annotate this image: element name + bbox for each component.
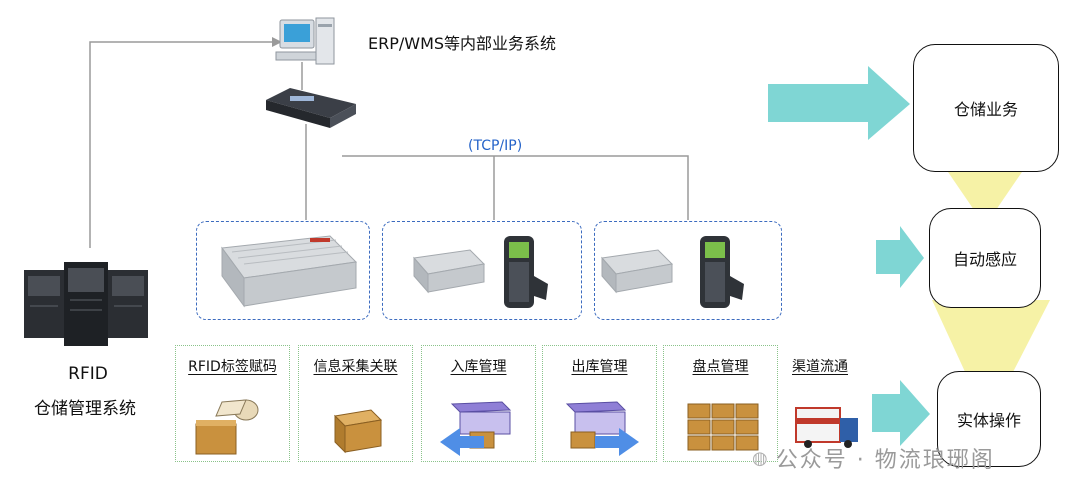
process-title: 信息采集关联	[313, 359, 398, 375]
arrow-to-warehouse	[768, 66, 910, 140]
watermark: ◍ 公众号 · 物流琅琊阁	[752, 442, 995, 474]
tag-roll-icon	[195, 399, 259, 455]
layer-physical-operation: 实体操作	[937, 371, 1041, 467]
computer-icon	[275, 17, 335, 65]
line-tcp-bus	[342, 155, 689, 220]
layer-auto-sensing: 自动感应	[929, 208, 1041, 308]
process-title: 盘点管理	[692, 359, 749, 375]
arrow-to-physical	[872, 380, 930, 446]
rfid-reader-icon	[601, 249, 674, 294]
wechat-icon: ◍	[752, 447, 770, 469]
beam-auto-physical	[932, 300, 1050, 374]
process-title: 出库管理	[571, 359, 628, 375]
rfid-reader-icon	[221, 235, 358, 308]
rfid-reader-icon	[413, 249, 486, 294]
watermark-text: 公众号 · 物流琅琊阁	[775, 448, 995, 473]
reader-group-fixed	[196, 221, 370, 320]
process-title: RFID标签赋码	[188, 359, 277, 375]
inbound-icon	[440, 401, 512, 456]
process-title: 入库管理	[450, 359, 507, 375]
box-icon	[333, 409, 383, 454]
layer-warehouse-business: 仓储业务	[913, 44, 1059, 172]
outbound-icon	[565, 401, 639, 456]
truck-icon	[795, 407, 858, 448]
line-rfid-to-erp	[89, 41, 272, 248]
process-info-collection: 信息采集关联	[298, 345, 413, 462]
stacked-boxes-icon	[687, 403, 759, 451]
network-label: (TCP/IP)	[468, 138, 523, 154]
beam-warehouse-auto	[948, 172, 1022, 210]
rfid-system-label-line1: RFID	[68, 364, 108, 384]
handheld-terminal-icon	[700, 236, 744, 308]
rfid-system-label-line2: 仓储管理系统	[34, 399, 136, 419]
process-tag-encoding: RFID标签赋码	[175, 345, 290, 462]
process-inventory: 盘点管理	[663, 345, 778, 462]
handheld-terminal-icon	[504, 236, 548, 308]
reader-group-handheld-2	[594, 221, 782, 320]
server-icon	[24, 262, 148, 346]
erp-system-label: ERP/WMS等内部业务系统	[368, 34, 557, 53]
process-outbound: 出库管理	[542, 345, 657, 462]
arrow-to-auto	[876, 226, 924, 288]
process-inbound: 入库管理	[421, 345, 536, 462]
reader-group-handheld-1	[382, 221, 582, 320]
channel-circulation-label: 渠道流通	[792, 359, 848, 375]
router-icon	[266, 88, 356, 128]
